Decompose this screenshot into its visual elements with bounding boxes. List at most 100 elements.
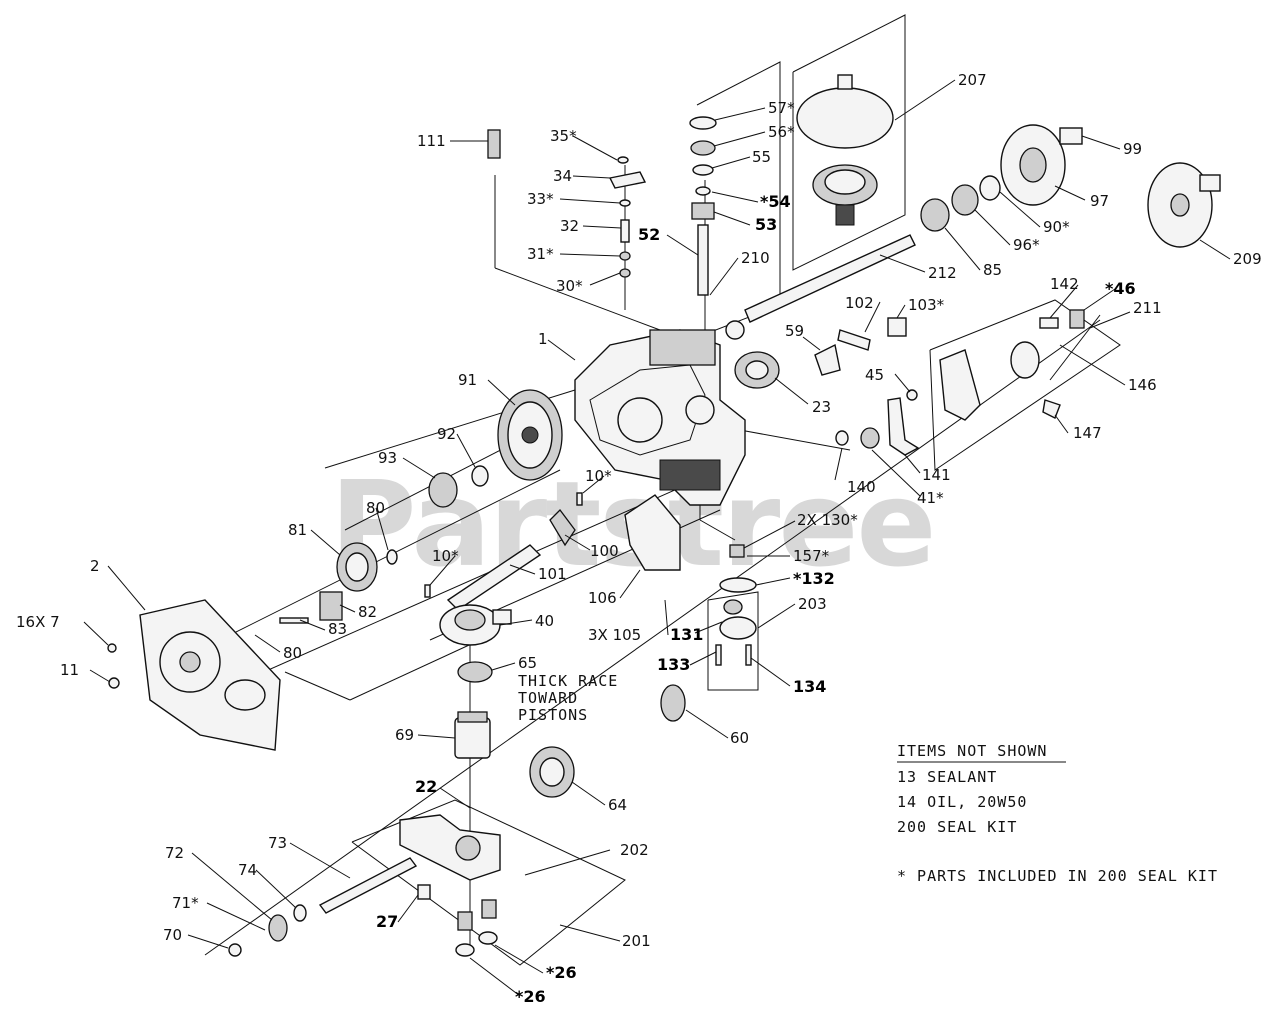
label-40: 40 <box>535 612 554 630</box>
label-211: 211 <box>1133 299 1162 317</box>
label-16x7: 16X 7 <box>16 613 60 631</box>
label-71: 71* <box>172 894 199 912</box>
label-30: 30* <box>556 277 583 295</box>
label-132: *132 <box>793 569 835 588</box>
label-69: 69 <box>395 726 414 744</box>
shaft-73 <box>318 857 418 914</box>
label-142: 142 <box>1050 275 1079 293</box>
label-102: 102 <box>845 294 874 312</box>
label-60: 60 <box>730 729 749 747</box>
link-102 <box>837 329 871 351</box>
washer-26a <box>455 943 475 957</box>
label-1: 1 <box>538 330 548 348</box>
label-140: 140 <box>847 478 876 496</box>
label-73: 73 <box>268 834 287 852</box>
main-housing <box>574 329 746 506</box>
label-74: 74 <box>238 861 257 879</box>
label-27: 27 <box>376 912 398 931</box>
label-103: 103* <box>908 296 945 314</box>
brake-stack <box>689 116 717 296</box>
label-72: 72 <box>165 844 184 862</box>
spring-59 <box>814 343 841 376</box>
seal-41 <box>860 427 880 449</box>
washer-80 <box>386 549 398 565</box>
label-64: 64 <box>608 796 627 814</box>
brake-plate-211 <box>939 349 981 421</box>
items-not-shown-title: ITEMS NOT SHOWN <box>897 742 1047 760</box>
label-101: 101 <box>538 565 567 583</box>
label-56: 56* <box>768 123 795 141</box>
arm-141 <box>887 397 920 456</box>
bearing-23 <box>734 351 780 389</box>
label-210: 210 <box>741 249 770 267</box>
hub-97 <box>1000 124 1083 206</box>
label-212: 212 <box>928 264 957 282</box>
note-line-2: TOWARD <box>518 689 578 707</box>
cylinder-block-69 <box>454 711 491 759</box>
cylinder-block-64 <box>529 746 575 798</box>
bearing-85 <box>920 198 950 232</box>
label-54: *54 <box>760 192 791 211</box>
fan-207 <box>796 74 894 226</box>
thick-race-note: THICK RACE TOWARD PISTONS <box>518 672 618 724</box>
label-209: 209 <box>1233 250 1262 268</box>
label-22: 22 <box>415 777 437 796</box>
label-141: 141 <box>922 466 951 484</box>
label-26a: *26 <box>546 963 577 982</box>
label-57: 57* <box>768 99 795 117</box>
pin-10b <box>424 584 431 598</box>
label-96: 96* <box>1013 236 1040 254</box>
seal-axle <box>725 320 745 340</box>
thrust-bearing-65 <box>457 661 493 683</box>
label-11: 11 <box>60 661 79 679</box>
control-stack <box>608 156 647 278</box>
label-31: 31* <box>527 245 554 263</box>
label-33: 33* <box>527 190 554 208</box>
part-46 <box>1069 309 1085 329</box>
label-91: 91 <box>458 371 477 389</box>
bearing-93 <box>428 472 458 508</box>
label-81: 81 <box>288 521 307 539</box>
label-46: *46 <box>1105 279 1136 298</box>
item-13: 13 SEALANT <box>897 768 997 786</box>
label-131: 131 <box>670 625 703 644</box>
item-200: 200 SEAL KIT <box>897 818 1017 836</box>
gear-72 <box>268 914 288 942</box>
label-106: 106 <box>588 589 617 607</box>
label-147: 147 <box>1073 424 1102 442</box>
cap-26b <box>481 899 497 919</box>
block-103 <box>887 317 907 337</box>
label-202: 202 <box>620 841 649 859</box>
bearing-60 <box>660 684 686 722</box>
label-52: 52 <box>638 225 660 244</box>
note-line-1: THICK RACE <box>518 672 618 690</box>
label-45: 45 <box>865 366 884 384</box>
washer-26b <box>478 931 498 945</box>
leader-lines <box>83 79 1231 997</box>
axle-212 <box>744 234 916 323</box>
label-10b: 10* <box>432 547 459 565</box>
label-65: 65 <box>518 654 537 672</box>
label-23: 23 <box>812 398 831 416</box>
bolt-7 <box>107 643 117 653</box>
pin-142 <box>1039 317 1059 329</box>
label-85: 85 <box>983 261 1002 279</box>
cap-26a <box>457 911 473 931</box>
label-83: 83 <box>328 620 347 638</box>
ring-70 <box>228 943 242 957</box>
spring-147 <box>1042 399 1061 419</box>
label-201: 201 <box>622 932 651 950</box>
label-70: 70 <box>163 926 182 944</box>
seal-kit-footnote: * PARTS INCLUDED IN 200 SEAL KIT <box>897 867 1218 885</box>
note-line-3: PISTONS <box>518 706 588 724</box>
label-99: 99 <box>1123 140 1142 158</box>
gear-91 <box>497 389 563 481</box>
gear-81 <box>336 542 378 592</box>
part-labels: 111 35* 34 33* 32 31* 30* 57* 56* 55 *54… <box>16 71 1262 1006</box>
plug-27 <box>417 884 431 900</box>
washer-92 <box>471 465 489 487</box>
vent-111 <box>487 129 501 159</box>
label-32: 32 <box>560 217 579 235</box>
label-53: 53 <box>755 215 777 234</box>
